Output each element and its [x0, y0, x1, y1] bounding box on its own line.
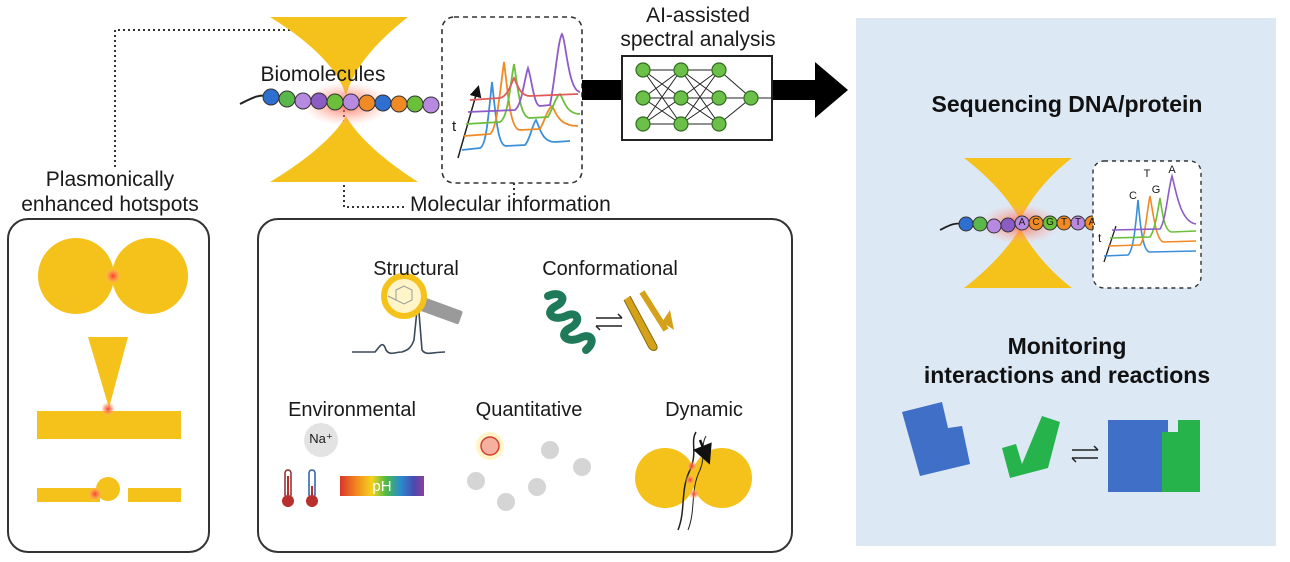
- base-letter: G: [1046, 217, 1054, 228]
- peak-letter: A: [1168, 164, 1176, 176]
- sequencing-spectra-inset: [1092, 160, 1202, 289]
- base-letter: T: [1060, 217, 1068, 228]
- hotspot-geometries-panel: [7, 218, 210, 553]
- spectra-inset: [441, 16, 583, 184]
- quantitative-label: Quantitative: [475, 399, 583, 421]
- structural-label: Structural: [373, 258, 459, 280]
- ph-label: pH: [372, 478, 392, 495]
- peak-letter: G: [1151, 184, 1161, 196]
- base-letter: T: [1074, 217, 1082, 228]
- quantitative-dots: [467, 432, 591, 511]
- na-ion-label: Na⁺: [309, 431, 333, 446]
- base-letter: A: [1088, 217, 1096, 228]
- conformational-label: Conformational: [542, 258, 678, 280]
- plasmonic-label-line1: Plasmonically: [45, 168, 175, 191]
- dotted-connectors: [114, 29, 515, 208]
- ai-label-line1: AI-assisted: [646, 4, 750, 27]
- sequencing-title: Sequencing DNA/protein: [931, 91, 1203, 117]
- monitoring-title-line1: Monitoring: [1007, 333, 1127, 359]
- sequencing-bowtie: [939, 158, 1100, 288]
- magnifier-icon: [352, 273, 463, 355]
- conformational-icon: [544, 290, 674, 354]
- monitoring-title-line2: interactions and reactions: [923, 362, 1211, 388]
- ph-scale: [340, 476, 424, 496]
- biomolecule-chain: [239, 88, 440, 114]
- peak-letter: C: [1129, 190, 1137, 202]
- peak-letter: T: [1143, 168, 1151, 180]
- biomolecules-label: Biomolecules: [260, 63, 386, 86]
- arrow-right-icon: [582, 62, 848, 118]
- molecular-information-panel: [257, 218, 793, 553]
- plasmonic-label-line2: enhanced hotspots: [21, 193, 199, 216]
- base-letter: C: [1032, 217, 1040, 228]
- seq-time-axis-label: t: [1098, 231, 1102, 245]
- base-letter: A: [1018, 217, 1026, 228]
- spectrum-time-axis-label: t: [452, 118, 457, 135]
- na-ion-bubble: [304, 423, 338, 457]
- interaction-blocks: [902, 402, 1200, 492]
- environmental-label: Environmental: [288, 399, 416, 421]
- dynamic-dimer: [635, 431, 752, 531]
- neural-network: [621, 55, 773, 141]
- ai-label-line2: spectral analysis: [620, 28, 776, 51]
- dynamic-label: Dynamic: [665, 399, 743, 421]
- thermometer-icon: [282, 469, 318, 507]
- molecular-information-label: Molecular information: [410, 193, 611, 216]
